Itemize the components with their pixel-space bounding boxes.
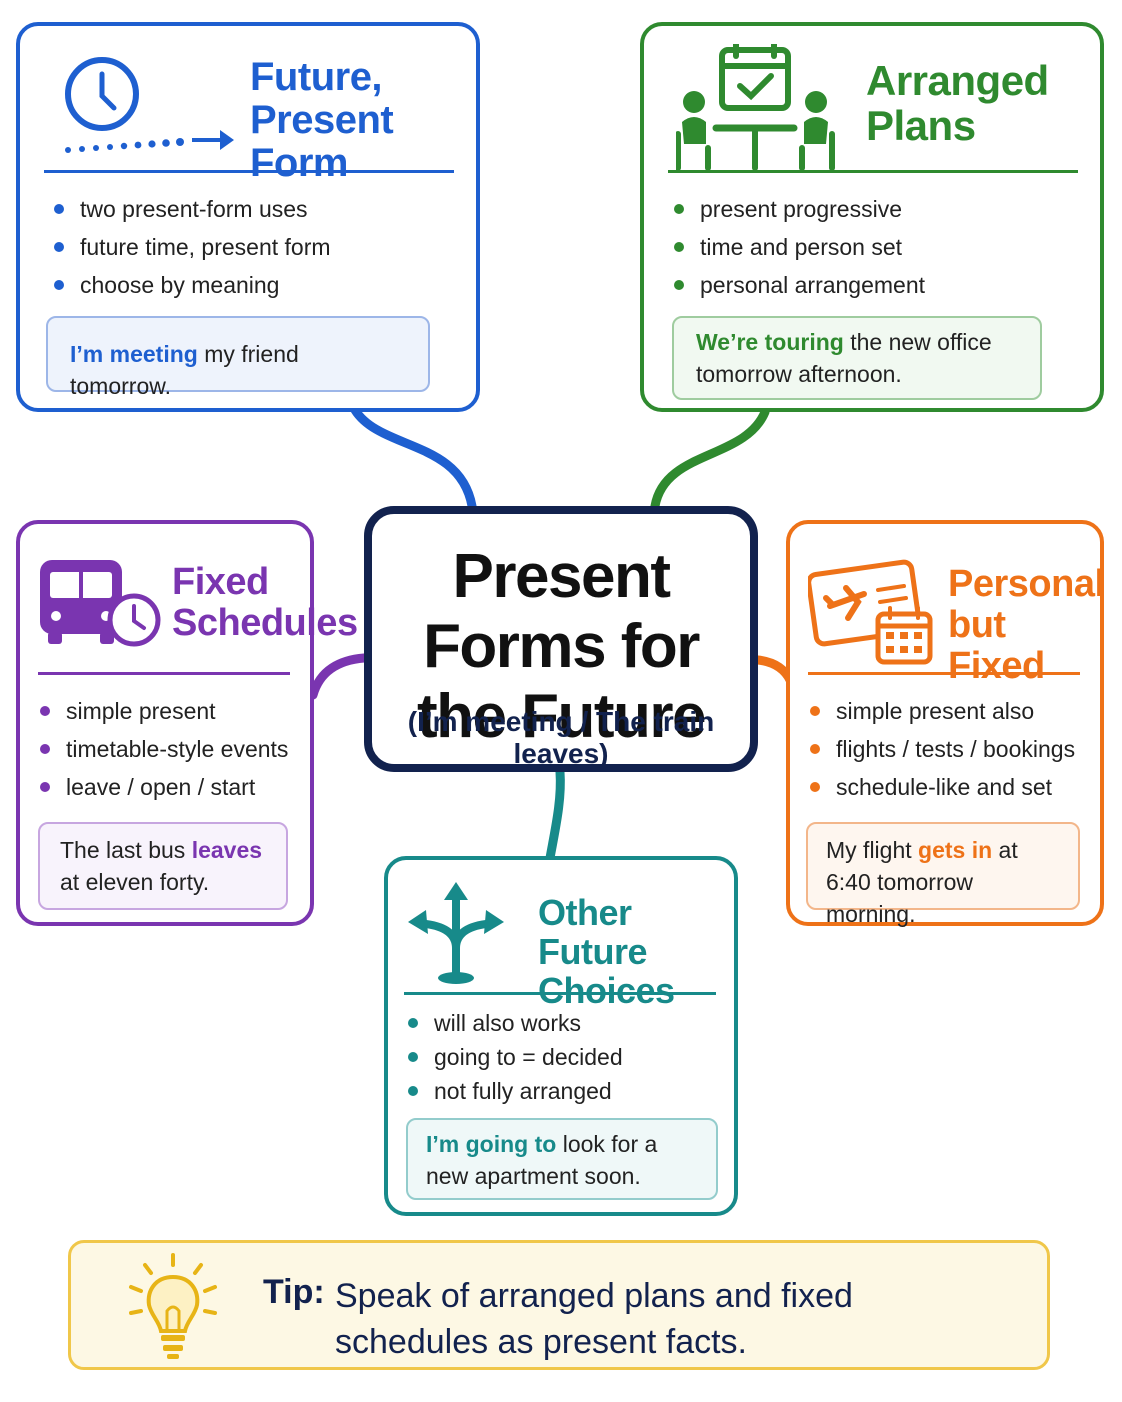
list-item: schedule-like and set <box>806 768 1075 806</box>
tip-text: Speak of arranged plans and fixed schedu… <box>335 1277 853 1361</box>
divider <box>808 672 1080 675</box>
card-title: Other Future Choices <box>538 892 675 1011</box>
divider <box>38 672 290 675</box>
list-item: present progressive <box>670 190 925 228</box>
list-item: two present-form uses <box>50 190 331 228</box>
connector-blue <box>350 405 477 511</box>
card-future-present-form: Future, Present Form two present-form us… <box>16 22 480 412</box>
example-sentence: I’m going to look for a new apartment so… <box>406 1118 718 1200</box>
divider <box>404 992 716 995</box>
branching-arrows-icon <box>408 882 504 984</box>
card-title: Arranged Plans <box>866 57 1049 150</box>
clock-arrow-icon <box>65 57 234 153</box>
list-item: choose by meaning <box>50 266 331 304</box>
list-item: simple present <box>36 692 288 730</box>
example-sentence: I’m meeting my friend tomorrow. <box>46 316 430 399</box>
central-topic: Present Forms for the Future (I’m meetin… <box>364 506 758 772</box>
card-fixed-schedules: Fixed Schedules simple present timetable… <box>16 520 358 926</box>
divider <box>44 170 454 173</box>
list-item: timetable-style events <box>36 730 288 768</box>
tip-label: Tip: <box>263 1273 325 1311</box>
divider <box>668 170 1078 173</box>
list-item: will also works <box>404 1006 623 1040</box>
bus-clock-icon <box>40 560 161 647</box>
bullet-list: will also works going to = decided not f… <box>404 1006 623 1108</box>
card-title: Personal but Fixed <box>948 563 1105 688</box>
card-title: Fixed Schedules <box>172 561 358 645</box>
card-title: Future, Present Form <box>250 55 394 186</box>
example-sentence: My flight gets in at 6:40 tomorrow morni… <box>806 822 1080 927</box>
bullet-list: simple present timetable-style events le… <box>36 692 288 806</box>
bullet-list: simple present also flights / tests / bo… <box>806 692 1075 806</box>
list-item: going to = decided <box>404 1040 623 1074</box>
list-item: leave / open / start <box>36 768 288 806</box>
ticket-calendar-icon <box>808 559 933 665</box>
example-sentence: We’re touring the new office tomorrow af… <box>672 316 1042 400</box>
tip-banner: Tip: Speak of arranged plans and fixed s… <box>68 1240 1050 1370</box>
card-other-future-choices: Other Future Choices will also works goi… <box>384 856 738 1216</box>
list-item: time and person set <box>670 228 925 266</box>
central-title: Present Forms for the Future <box>416 542 707 751</box>
list-item: not fully arranged <box>404 1074 623 1108</box>
connector-teal <box>545 767 565 863</box>
list-item: flights / tests / bookings <box>806 730 1075 768</box>
bullet-list: present progressive time and person set … <box>670 190 925 304</box>
card-personal-but-fixed: Personal but Fixed simple present also f… <box>786 520 1105 927</box>
connector-purple <box>308 653 369 700</box>
meeting-calendar-icon <box>676 44 835 171</box>
central-subtitle: (I’m meeting / The train leaves) <box>407 706 715 769</box>
list-item: personal arrangement <box>670 266 925 304</box>
example-sentence: The last bus leaves at eleven forty. <box>38 822 288 910</box>
list-item: simple present also <box>806 692 1075 730</box>
card-arranged-plans: Arranged Plans present progressive time … <box>640 22 1104 412</box>
lightbulb-icon <box>129 1253 217 1359</box>
bullet-list: two present-form uses future time, prese… <box>50 190 331 304</box>
list-item: future time, present form <box>50 228 331 266</box>
connector-green <box>650 407 770 511</box>
